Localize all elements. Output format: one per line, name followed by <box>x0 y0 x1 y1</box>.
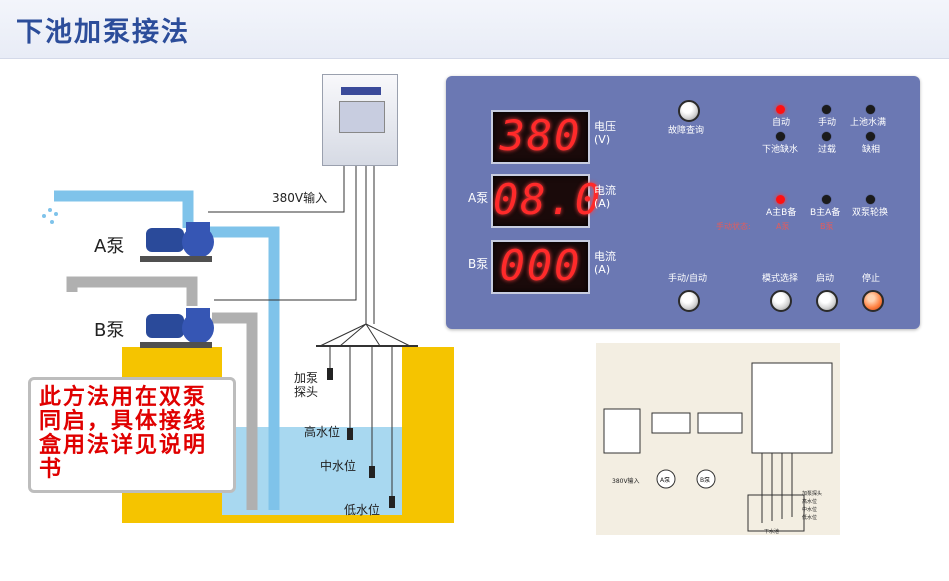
input-label: 380V输入 <box>272 190 327 205</box>
wiring-tank-label: 下水池 <box>764 528 779 535</box>
wiring-low-label: 低水位 <box>802 514 817 521</box>
pump-a <box>140 222 214 262</box>
manual-label: 手动 <box>818 118 837 128</box>
wiring-probe-label: 加泵探头 <box>802 490 822 497</box>
low-level-label: 低水位 <box>344 502 380 517</box>
fault-query-label: 故障查询 <box>668 126 705 136</box>
pump-a-current-display: 08.0 <box>491 174 603 228</box>
note-box: 此方法用在双泵同启，具体接线盒用法详见说明书 <box>28 377 236 493</box>
mode-select-label: 模式选择 <box>762 274 799 284</box>
upper-full-led <box>866 105 875 114</box>
pump-a-side-label: A泵 <box>468 191 489 205</box>
lower-dry-label: 下池缺水 <box>762 145 799 155</box>
control-panel: 380 电压(V) A泵 08.0 电流(A) B泵 000 电流(A) 故障查… <box>446 76 920 329</box>
manual-auto-label: 手动/自动 <box>668 274 708 284</box>
wiring-high-label: 高水位 <box>802 498 817 505</box>
stop-label: 停止 <box>862 274 881 284</box>
pump-b <box>140 308 214 348</box>
manual-status-b: B泵 <box>820 222 834 231</box>
wiring-diagram: 380V输入 A泵 B泵 加泵探头 高水位 中水位 低水位 下水池 <box>596 343 840 535</box>
pump-b-current-value: 000 <box>499 241 582 290</box>
control-box-screen <box>341 87 381 95</box>
b-main-label: B主A备 <box>810 208 841 218</box>
auto-label: 自动 <box>772 118 791 128</box>
manual-status-label: 手动状态: <box>716 222 751 231</box>
manual-status-a: A泵 <box>776 222 790 231</box>
upper-full-label: 上池水满 <box>850 118 887 128</box>
water-drops <box>42 208 58 224</box>
pump-a-current-value: 08.0 <box>493 175 603 224</box>
overload-label: 过载 <box>818 145 837 155</box>
phase-loss-label: 缺相 <box>862 145 881 155</box>
probes <box>327 368 395 508</box>
mid-level-label: 中水位 <box>320 458 356 473</box>
manual-auto-button[interactable] <box>678 290 700 312</box>
probe-label-line2: 探头 <box>294 385 318 399</box>
phase-loss-led <box>866 132 875 141</box>
probe-label-line1: 加泵 <box>294 371 318 385</box>
control-box <box>322 74 398 166</box>
high-level-label: 高水位 <box>304 424 340 439</box>
voltage-value: 380 <box>499 111 582 160</box>
lower-dry-led <box>776 132 785 141</box>
suction-pipe-b <box>212 312 258 510</box>
mode-select-button[interactable] <box>770 290 792 312</box>
pump-b-current-display: 000 <box>491 240 590 294</box>
header-bar: 下池加泵接法 <box>0 0 949 59</box>
pump-b-label: B泵 <box>94 320 124 341</box>
control-box-panel <box>339 101 385 133</box>
fault-query-button[interactable] <box>678 100 700 122</box>
pump-b-current-unit: 电流(A) <box>594 250 616 276</box>
a-main-led <box>776 195 785 204</box>
voltage-unit: 电压(V) <box>594 120 616 146</box>
wiring-svg: 380V输入 A泵 B泵 加泵探头 高水位 中水位 低水位 下水池 <box>603 362 833 535</box>
start-label: 启动 <box>816 274 835 284</box>
auto-led <box>776 105 785 114</box>
wiring-pump-b-label: B泵 <box>700 477 710 484</box>
wiring-mid-label: 中水位 <box>802 506 817 513</box>
pump-b-side-label: B泵 <box>468 257 489 271</box>
wiring-supply-label: 380V输入 <box>612 477 640 485</box>
b-main-led <box>822 195 831 204</box>
alternate-led <box>866 195 875 204</box>
suction-pipe-a <box>210 226 280 510</box>
overload-led <box>822 132 831 141</box>
alternate-label: 双泵轮换 <box>852 208 889 218</box>
pump-a-label: A泵 <box>94 236 124 257</box>
start-button[interactable] <box>816 290 838 312</box>
stop-button[interactable] <box>862 290 884 312</box>
pump-a-current-unit: 电流(A) <box>594 184 616 210</box>
wiring-pump-a-label: A泵 <box>660 477 670 484</box>
wires <box>208 166 418 496</box>
outlet-pipe-b <box>66 276 198 306</box>
manual-led <box>822 105 831 114</box>
voltage-display: 380 <box>491 110 590 164</box>
outlet-pipe-a <box>54 190 194 228</box>
page-title: 下池加泵接法 <box>16 17 190 48</box>
a-main-label: A主B备 <box>766 208 797 218</box>
